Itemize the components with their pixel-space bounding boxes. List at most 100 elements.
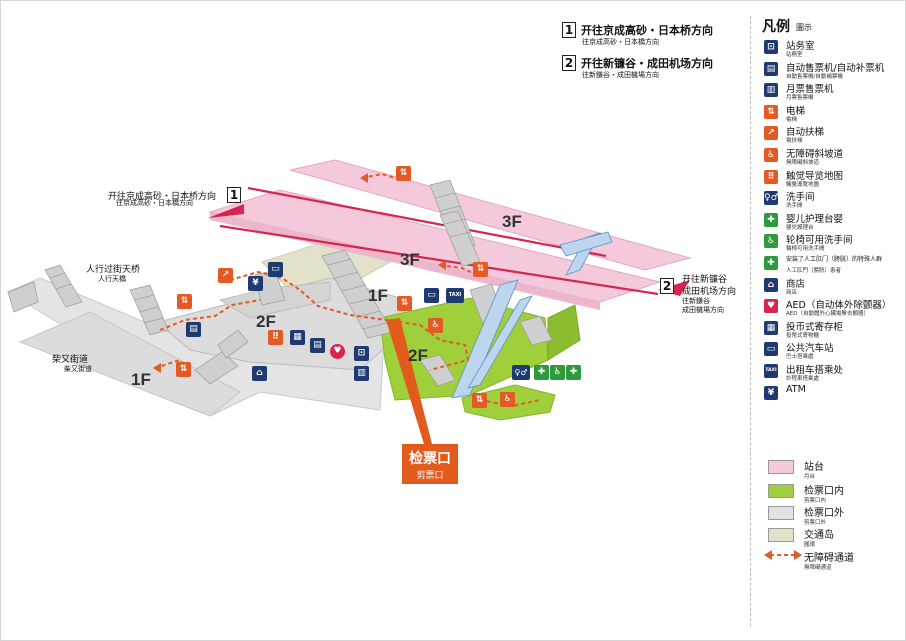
elevator-icon: ⇅ [764, 104, 778, 119]
legend-item-label: 月票售票机 [786, 84, 834, 96]
legend-item-sub: AED（自動體外心臟電擊去顫器） [786, 311, 869, 318]
legend-item-sub: 觸覺導覽地圖 [786, 181, 820, 188]
ticket-machine-icon: ▤ [186, 322, 201, 337]
legend-item-label: 触觉导览地图 [786, 170, 844, 182]
swatch-traffic-island-sub: 圓環 [804, 542, 816, 548]
legend-item-sub: 自動售票機/自動補票機 [786, 73, 843, 80]
baby-changing-icon: ✚ [764, 212, 778, 227]
barrier-free-route [154, 172, 541, 408]
station-office-icon: ⊡ [764, 40, 778, 54]
direction-2-number: 2 [562, 54, 576, 71]
floor-label-1f: 1F [131, 370, 151, 389]
floor-label-3f: 3F [502, 212, 522, 231]
swatch-outside-gate [768, 506, 794, 520]
escalator-icon: ↗ [764, 126, 778, 141]
atm-icon: ¥ [248, 276, 263, 291]
swatch-traffic-island [768, 528, 794, 542]
legend-item-label: 站务室 [786, 41, 815, 52]
gate-sub: 剪票口 [416, 471, 444, 481]
street-label: 柴又街道 [52, 355, 89, 365]
ostomate-icon: ✚ [566, 365, 581, 380]
track2-sub: 往新鎌谷 [682, 297, 710, 305]
legend-item-label: 电梯 [786, 105, 806, 117]
swatch-platform-sub: 月台 [804, 474, 816, 480]
locker-icon: ▦ [290, 330, 305, 345]
barrier-free-label: 无障碍通道 [804, 553, 854, 564]
legend-item-sub: 計程車搭乘處 [786, 376, 820, 382]
baby-changing-icon: ✚ [534, 365, 549, 380]
track-arrow-1 [208, 204, 244, 218]
track-line-2 [219, 224, 659, 296]
ramp-icon: ♿ [500, 392, 515, 407]
swatch-platform [768, 460, 794, 474]
direction-1-number: 1 [562, 21, 576, 38]
taxi-icon: TAXI [446, 288, 464, 303]
legend-item-sub: 巴士搭乘處 [786, 354, 814, 361]
legend-item-sub: 投幣式寄物櫃 [786, 332, 820, 339]
legend-item-label: 出租车搭乘处 [786, 365, 844, 376]
ticket-gate-callout: 检票口 剪票口 [402, 444, 458, 484]
staircases [7, 179, 553, 387]
legend-item-sub: 電梯 [786, 116, 798, 123]
legend-item-label: 婴儿护理台婴 [786, 213, 844, 225]
legend-item-sub: 電扶梯 [786, 138, 803, 145]
tactile-map-icon: ⠿ [268, 330, 283, 345]
gate-pointer [386, 318, 432, 444]
swatch-inside-gate-label: 检票口内 [804, 486, 844, 497]
station-office-icon: ⊡ [354, 346, 369, 361]
direction-2-sub: 往新鎌谷・成田機場方向 [582, 71, 659, 79]
legend-title-sub: 圖示 [796, 23, 812, 32]
legend-item-label: 洗手间 [786, 192, 815, 204]
swatch-inside-gate-sub: 剪票口內 [804, 498, 827, 504]
legend-item-label: AED（自动体外除颤器） [786, 300, 892, 312]
bus-icon: ▭ [424, 288, 439, 303]
elevator-icon: ⇅ [397, 296, 412, 311]
legend-item-sub: 無障礙斜坡道 [786, 160, 820, 166]
street-sub: 柴又街道 [64, 365, 92, 373]
track2-label: 2 [660, 275, 679, 294]
swatch-inside-gate [768, 484, 794, 498]
legend-item-label: 投币式寄存柜 [786, 321, 844, 333]
bus-icon: ▭ [268, 262, 283, 277]
elevator-icon: ⇅ [177, 294, 192, 309]
track1-sub: 往京成高砂・日本橋方向 [116, 199, 193, 207]
legend-item-sub: 月票售票機 [786, 95, 814, 102]
elevator-icon: ⇅ [176, 362, 191, 377]
track-line-1 [247, 186, 607, 258]
atm-icon: ¥ [764, 385, 778, 400]
legend-item-sub: 商店 [786, 289, 798, 296]
legend-title: 凡例 [762, 19, 790, 35]
elevator-icon: ⇅ [396, 166, 411, 181]
shop-icon: ⌂ [764, 277, 778, 292]
legend-item-sub: 站務室 [786, 52, 803, 58]
pass-ticket-machine-icon: ▥ [764, 83, 778, 98]
ramp-icon: ♿ [764, 148, 778, 162]
floor-label-2f: 2F [256, 312, 276, 331]
ticket-machine-icon: ▤ [764, 61, 778, 76]
track2-number: 2 [660, 277, 674, 294]
ostomate-icon: ✚ [764, 256, 778, 270]
tactile-map-icon: ⠿ [764, 169, 778, 184]
legend-item-label: 公共汽车站 [786, 343, 834, 355]
track2-title: 开往新镰谷 [682, 275, 728, 285]
legend-divider [750, 16, 751, 626]
legend-item-sub: 人工肛門（膀胱）患者 [786, 268, 842, 274]
legend-item-label: 商店 [786, 278, 806, 290]
bus-icon: ▭ [764, 342, 778, 357]
legend-item-label: 自动扶梯 [786, 127, 825, 139]
pass-ticket-machine-icon: ▥ [354, 366, 369, 381]
aed-icon: ♥ [330, 344, 345, 359]
bridge-label: 人行过街天桥 [86, 265, 141, 275]
taxi-icon: TAXI [764, 364, 778, 378]
restroom-icon: ♀♂ [512, 365, 530, 380]
legend-item-sub: 洗手間 [786, 203, 803, 210]
track2-title-2: 成田机场方向 [682, 287, 737, 297]
blue-walkway [559, 231, 613, 257]
gate-title: 检票口 [409, 451, 451, 467]
restroom-icon: ♀♂ [764, 191, 779, 206]
elevator-icon: ⇅ [472, 393, 487, 408]
floor-label-1f: 1F [368, 286, 388, 305]
accessible-toilet-icon: ♿ [550, 365, 565, 380]
